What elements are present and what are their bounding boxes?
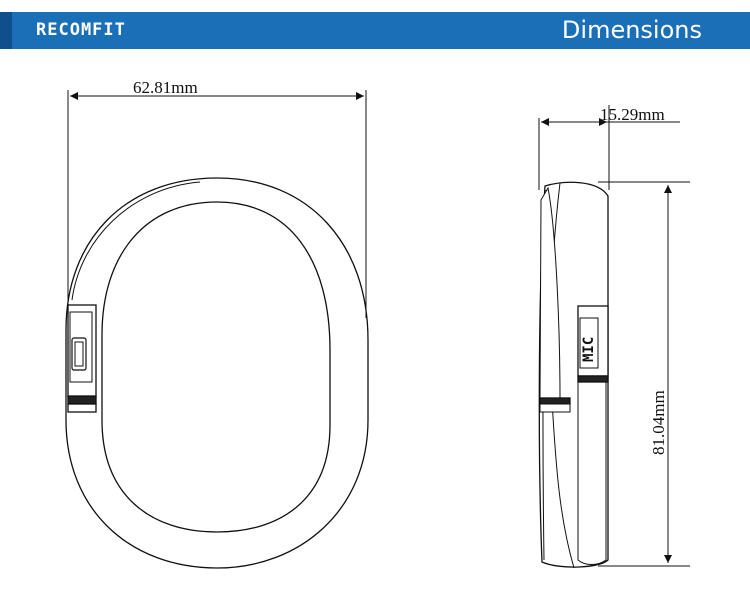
width-label: 62.81mm [133,78,198,97]
height-label: 81.04mm [649,390,668,455]
depth-label: 15.29mm [600,105,665,124]
front-view [65,90,369,569]
mic-label: MIC [581,337,597,362]
header-accent [0,12,12,49]
brand-logo: RECOMFIT [36,20,126,40]
header-bar: RECOMFIT Dimensions [0,12,750,49]
band-outer [65,177,369,569]
band-edge [71,181,201,301]
page-title: Dimensions [561,16,702,44]
band-inner [101,201,331,533]
side-view [538,105,690,569]
